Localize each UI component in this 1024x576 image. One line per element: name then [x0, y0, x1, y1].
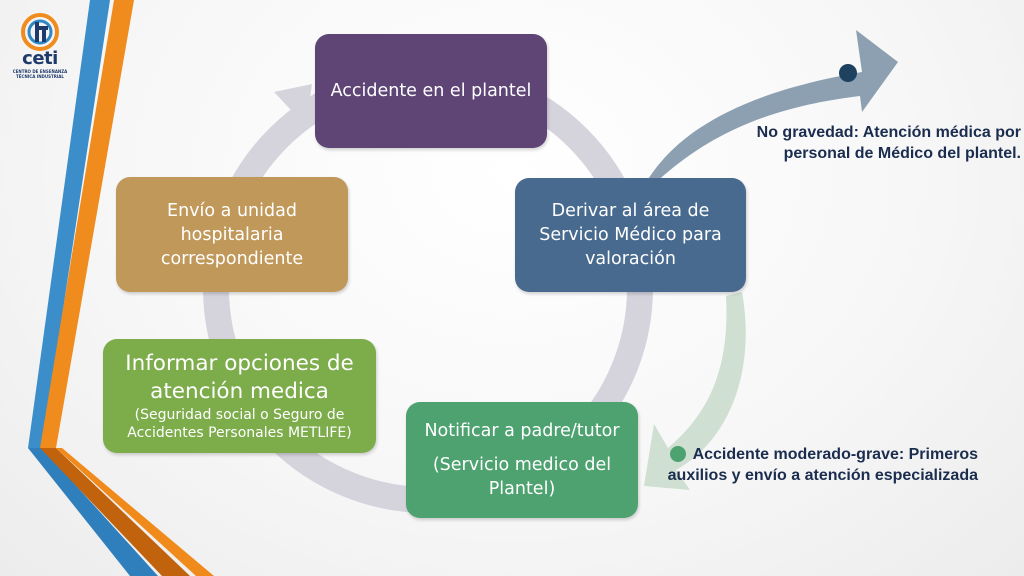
stripe-orange-left: [40, 0, 134, 448]
step-accidente: Accidente en el plantel: [315, 34, 547, 148]
step-accidente-text: Accidente en el plantel: [330, 81, 532, 101]
no-gravedad-arrow: [644, 30, 898, 188]
no-gravedad-bullet: [839, 64, 857, 82]
step-notificar-subtext: (Servicio medico del Plantel): [432, 455, 612, 499]
ceti-logo-subtitle: CENTRO DE ENSEÑANZA TÉCNICA INDUSTRIAL: [10, 69, 70, 79]
moderado-arrow: [644, 292, 746, 490]
step-informar: Informar opciones de atención medica (Se…: [103, 339, 376, 453]
step-informar-text: Informar opciones de atención medica: [125, 351, 354, 404]
step-informar-subtext: (Seguridad social o Seguro de Accidentes…: [127, 407, 352, 441]
step-notificar: Notificar a padre/tutor (Servicio medico…: [406, 402, 638, 518]
note-no-gravedad: No gravedad: Atención médica por persona…: [756, 124, 1021, 162]
ceti-logo-subtitle-line1: CENTRO DE ENSEÑANZA: [12, 69, 68, 74]
moderado-bullet: [670, 446, 686, 462]
stripe-orange-bottom: [56, 448, 214, 576]
ceti-logo-subtitle-line2: TÉCNICA INDUSTRIAL: [16, 74, 64, 79]
ceti-logo-word: ceti: [22, 48, 58, 69]
ceti-logo-icon: [21, 13, 59, 51]
stripe-blue-bottom: [28, 448, 158, 576]
ceti-logo: ceti CENTRO DE ENSEÑANZA TÉCNICA INDUSTR…: [10, 12, 70, 84]
step-derivar-text: Derivar al área de Servicio Médico para …: [539, 201, 722, 269]
stripe-brown-bottom: [40, 448, 190, 576]
step-derivar: Derivar al área de Servicio Médico para …: [515, 178, 746, 292]
cycle-arrowhead: [274, 84, 312, 126]
step-envio-text: Envío a unidad hospitalaria correspondie…: [160, 200, 304, 269]
step-notificar-text: Notificar a padre/tutor: [424, 421, 620, 441]
stripe-blue-left: [28, 0, 110, 448]
note-moderado-grave: Accidente moderado-grave: Primeros auxil…: [667, 446, 978, 484]
step-envio: Envío a unidad hospitalaria correspondie…: [116, 177, 348, 292]
